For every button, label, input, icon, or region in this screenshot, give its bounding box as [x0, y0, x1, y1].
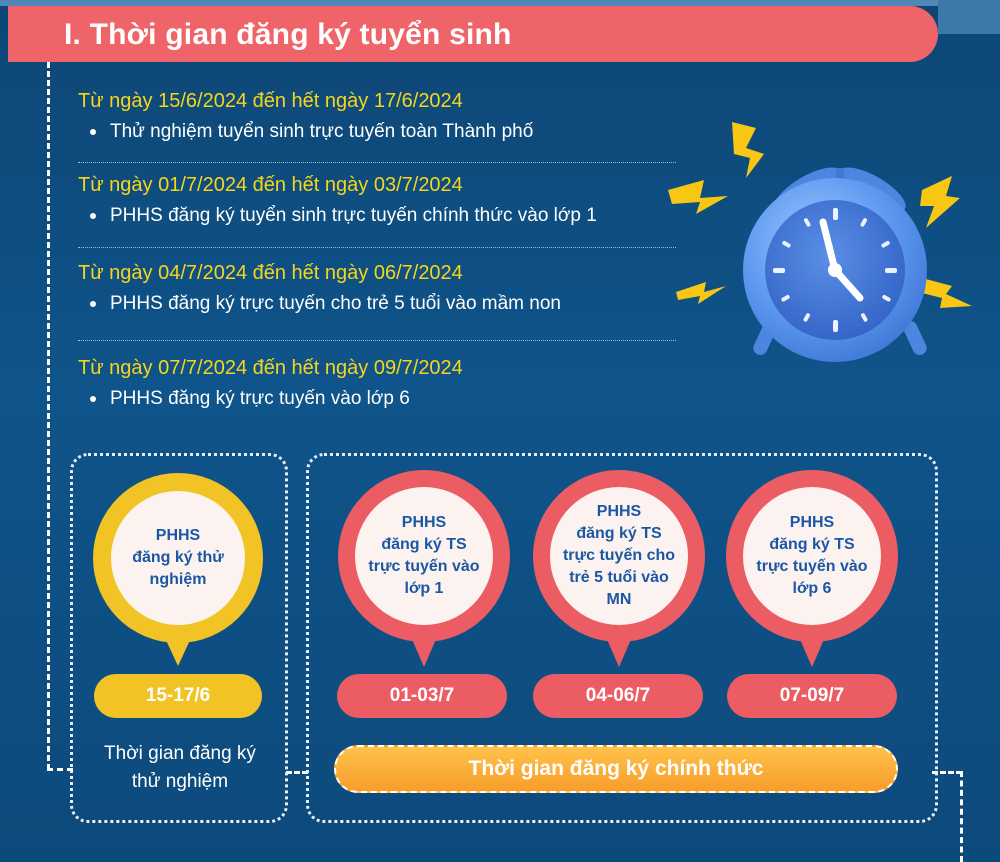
top-strip	[0, 0, 1000, 6]
official-pin-3-label: PHHS đăng ký TS trực tuyến vào lớp 6	[743, 487, 881, 625]
official-pin-2-label: PHHS đăng ký TS trực tuyến cho trẻ 5 tuổ…	[550, 487, 688, 625]
trial-caption: Thời gian đăng ký thử nghiệm	[75, 740, 285, 796]
schedule-item-text: Thử nghiệm tuyển sinh trực tuyến toàn Th…	[110, 121, 534, 142]
schedule-item-text: PHHS đăng ký trực tuyến cho trẻ 5 tuổi v…	[110, 293, 561, 314]
schedule-entry-4: Từ ngày 07/7/2024 đến hết ngày 09/7/2024…	[78, 357, 678, 410]
pin-line: nghiệm	[149, 571, 207, 588]
official-registration-box	[306, 453, 938, 823]
divider	[78, 162, 676, 163]
trial-date-badge: 15-17/6	[94, 674, 262, 718]
official-date-badge-2: 04-06/7	[533, 674, 703, 718]
official-date-badge-1: 01-03/7	[337, 674, 507, 718]
official-date-badge-3: 07-09/7	[727, 674, 897, 718]
alarm-clock-icon	[668, 122, 972, 362]
lightning-bolt-icon	[668, 122, 972, 308]
pin-line: trực tuyến vào	[368, 558, 480, 575]
pin-line: MN	[606, 591, 632, 608]
official-pin-3-tail	[799, 637, 825, 667]
bullet-icon	[90, 301, 96, 307]
schedule-item: PHHS đăng ký trực tuyến vào lớp 6	[90, 388, 678, 410]
pin-line: đăng ký TS	[769, 536, 855, 553]
pin-line: PHHS	[789, 514, 835, 531]
official-caption: Thời gian đăng ký chính thức	[334, 745, 898, 793]
trial-pin-tail	[165, 638, 191, 666]
bullet-icon	[90, 129, 96, 135]
schedule-item-text: PHHS đăng ký tuyển sinh trực tuyến chính…	[110, 205, 597, 226]
pin-line: lớp 6	[792, 580, 832, 597]
pin-line: trực tuyến vào	[756, 558, 868, 575]
pin-line: lớp 1	[404, 580, 444, 597]
connector-line-middle	[286, 771, 308, 774]
schedule-item-text: PHHS đăng ký trực tuyến vào lớp 6	[110, 388, 410, 409]
section-title: I. Thời gian đăng ký tuyển sinh	[64, 18, 512, 51]
connector-line-right-down	[960, 771, 963, 862]
schedule-date: Từ ngày 15/6/2024 đến hết ngày 17/6/2024	[78, 90, 463, 112]
caption-line: Thời gian đăng ký	[104, 743, 256, 764]
official-pin-2-tail	[606, 637, 632, 667]
pin-line: đăng ký thử	[132, 549, 224, 566]
schedule-date: Từ ngày 01/7/2024 đến hết ngày 03/7/2024	[78, 174, 463, 196]
bullet-icon	[90, 396, 96, 402]
schedule-date: Từ ngày 07/7/2024 đến hết ngày 09/7/2024	[78, 357, 463, 379]
official-pin-1-tail	[411, 637, 437, 667]
connector-line-left	[47, 62, 50, 770]
pin-line: PHHS	[401, 514, 447, 531]
connector-line-right	[932, 771, 962, 774]
trial-pin-label: PHHS đăng ký thử nghiệm	[111, 491, 245, 625]
pin-line: đăng ký TS	[576, 525, 662, 542]
schedule-item: PHHS đăng ký tuyển sinh trực tuyến chính…	[90, 205, 678, 227]
schedule-item: Thử nghiệm tuyển sinh trực tuyến toàn Th…	[90, 121, 678, 143]
schedule-entry-3: Từ ngày 04/7/2024 đến hết ngày 06/7/2024…	[78, 262, 678, 315]
pin-line: đăng ký TS	[381, 536, 467, 553]
connector-line-left-bottom	[47, 768, 73, 771]
pin-line: trẻ 5 tuổi vào	[569, 569, 669, 586]
pin-line: PHHS	[155, 527, 201, 544]
schedule-item: PHHS đăng ký trực tuyến cho trẻ 5 tuổi v…	[90, 293, 678, 315]
schedule-entry-1: Từ ngày 15/6/2024 đến hết ngày 17/6/2024…	[78, 90, 678, 143]
divider	[78, 340, 676, 341]
divider	[78, 247, 676, 248]
pin-line: PHHS	[596, 503, 642, 520]
schedule-date: Từ ngày 04/7/2024 đến hết ngày 06/7/2024	[78, 262, 463, 284]
official-pin-1-label: PHHS đăng ký TS trực tuyến vào lớp 1	[355, 487, 493, 625]
caption-line: thử nghiệm	[131, 771, 229, 792]
pin-line: trực tuyến cho	[562, 547, 676, 564]
corner-accent	[938, 0, 1000, 34]
section-header: I. Thời gian đăng ký tuyển sinh	[8, 6, 938, 62]
trial-registration-box	[70, 453, 288, 823]
schedule-entry-2: Từ ngày 01/7/2024 đến hết ngày 03/7/2024…	[78, 174, 678, 227]
bullet-icon	[90, 213, 96, 219]
